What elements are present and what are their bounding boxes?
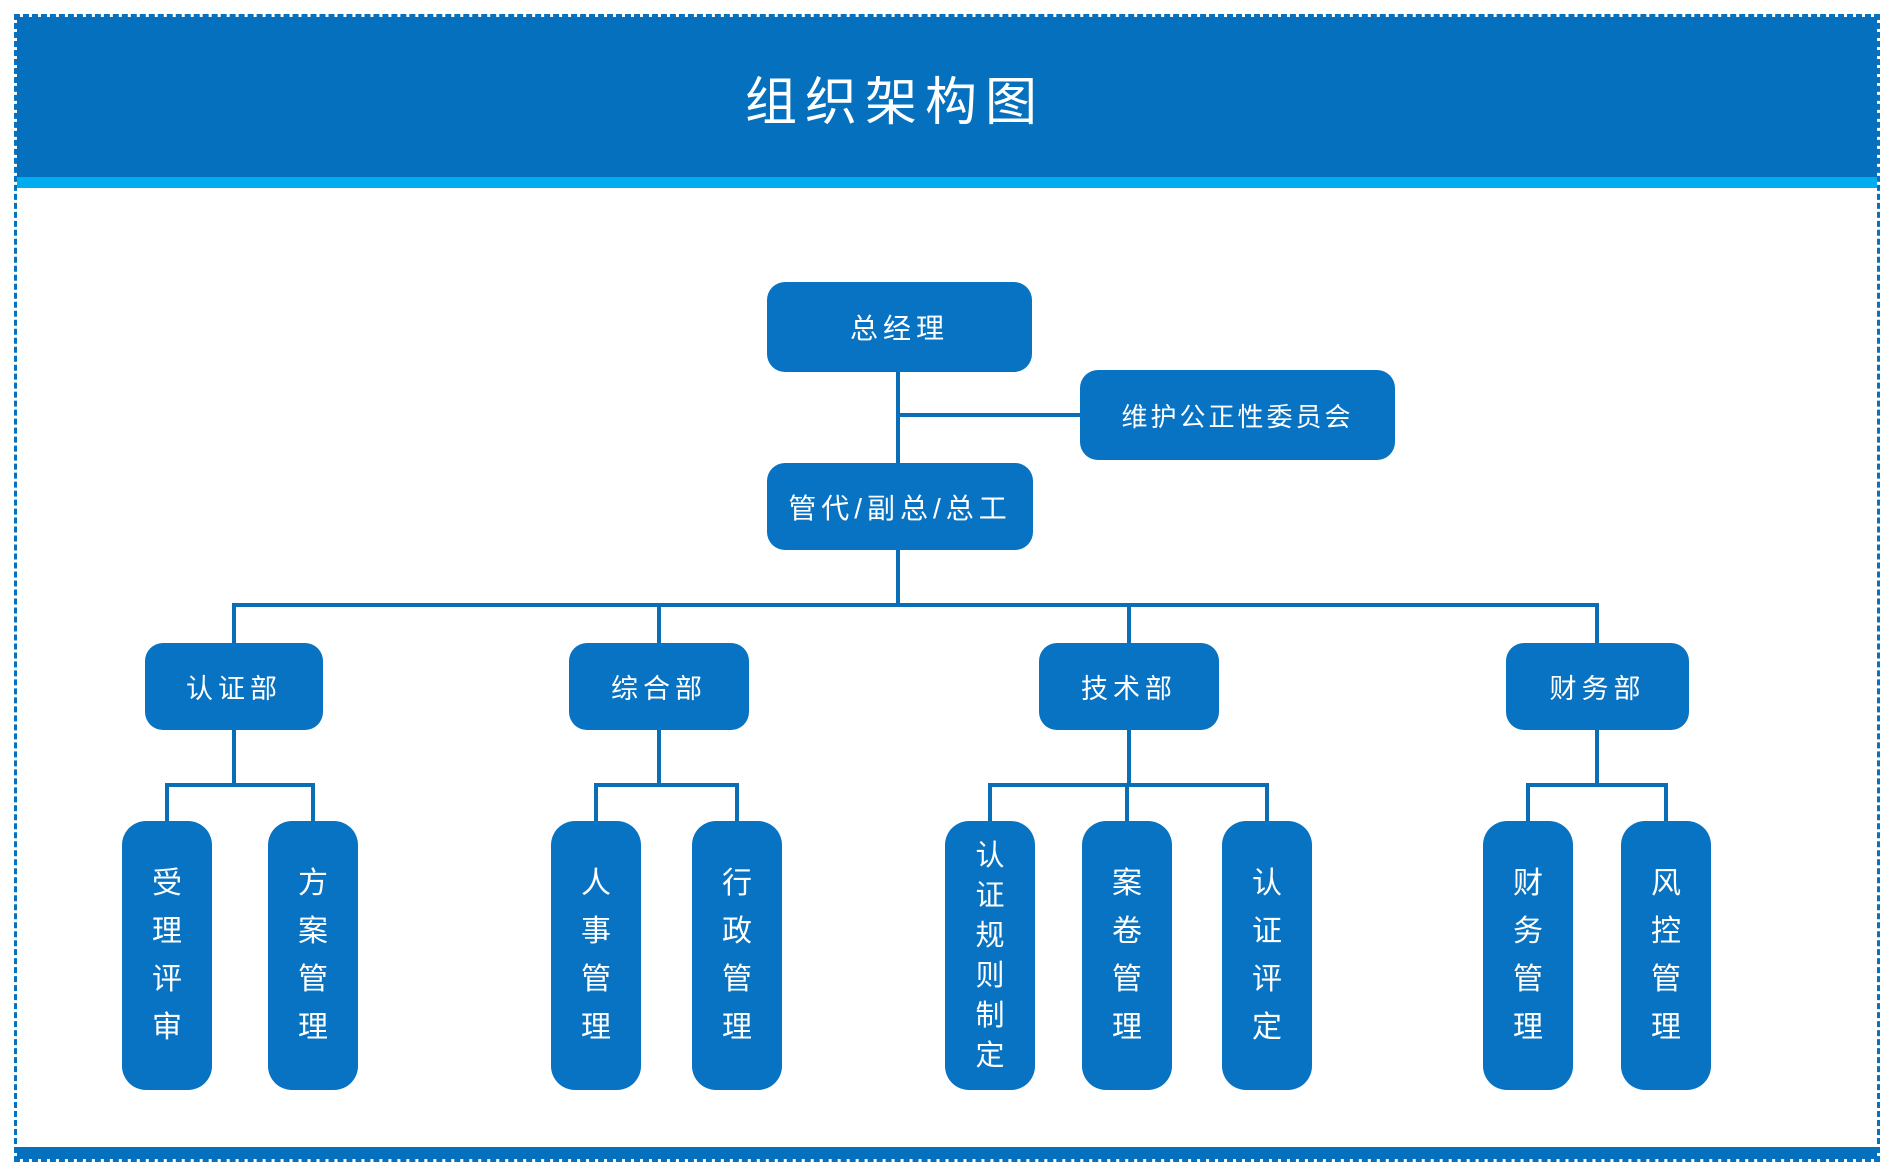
connector-technical-dept-down — [1127, 730, 1131, 785]
connector-stub — [1125, 785, 1129, 821]
connector-finance-dept-down — [1595, 730, 1599, 785]
connector-stub — [1664, 785, 1668, 821]
node-finance-dept[interactable]: 财务部 — [1506, 643, 1689, 730]
node-label: 维护公正性委员会 — [1121, 401, 1354, 432]
node-general-manager[interactable]: 总经理 — [767, 282, 1032, 372]
connector-drop-certification-dept — [232, 605, 236, 643]
node-label: 案卷管理 — [1112, 866, 1142, 1044]
node-technical-dept[interactable]: 技术部 — [1039, 643, 1219, 730]
node-label: 认证部 — [186, 674, 282, 704]
node-file-management[interactable]: 案卷管理 — [1082, 821, 1172, 1090]
node-label: 方案管理 — [298, 866, 328, 1044]
header-accent-stripe — [17, 177, 1877, 188]
connector-stub — [311, 785, 315, 821]
node-scheme-management[interactable]: 方案管理 — [268, 821, 358, 1090]
node-certification-rules[interactable]: 认证规则制定 — [945, 821, 1035, 1090]
node-acceptance-review[interactable]: 受理评审 — [122, 821, 212, 1090]
connector-drop-finance-dept — [1595, 605, 1599, 643]
node-certification-assessment[interactable]: 认证评定 — [1222, 821, 1312, 1090]
node-hr-management[interactable]: 人事管理 — [551, 821, 641, 1090]
node-admin-management[interactable]: 行政管理 — [692, 821, 782, 1090]
node-label: 认证评定 — [1252, 866, 1282, 1044]
connector-stub — [1265, 785, 1269, 821]
connector-stub — [988, 785, 992, 821]
connector-drop-general-dept — [657, 605, 661, 643]
connector-distribution-bar — [232, 603, 1599, 607]
node-label: 总经理 — [849, 313, 949, 344]
connector-bar-general — [594, 783, 739, 787]
node-label: 综合部 — [611, 674, 707, 704]
node-deputy-gm-chief-engineer[interactable]: 管代/副总/总工 — [767, 463, 1033, 550]
node-certification-dept[interactable]: 认证部 — [145, 643, 323, 730]
footer-bar — [17, 1147, 1877, 1159]
connector-root-to-deputy — [896, 372, 900, 463]
node-general-affairs-dept[interactable]: 综合部 — [569, 643, 749, 730]
node-label: 财务管理 — [1513, 866, 1543, 1044]
connector-drop-technical-dept — [1127, 605, 1131, 643]
page-title: 组织架构图 — [744, 73, 1045, 132]
connector-general-dept-down — [657, 730, 661, 785]
connector-bar-certification — [165, 783, 315, 787]
connector-bar-finance — [1526, 783, 1668, 787]
connector-certification-dept-down — [232, 730, 236, 785]
node-label: 认证规则制定 — [975, 839, 1005, 1072]
node-label: 受理评审 — [152, 866, 182, 1044]
node-label: 人事管理 — [581, 866, 611, 1044]
connector-stub — [165, 785, 169, 821]
node-label: 风控管理 — [1651, 866, 1681, 1044]
node-impartiality-committee[interactable]: 维护公正性委员会 — [1080, 370, 1395, 460]
node-label: 管代/副总/总工 — [788, 492, 1012, 524]
page-header: 组织架构图 — [17, 17, 1877, 177]
node-label: 财务部 — [1549, 674, 1646, 704]
connector-stub — [594, 785, 598, 821]
connector-stub — [735, 785, 739, 821]
node-risk-control-management[interactable]: 风控管理 — [1621, 821, 1711, 1090]
node-label: 行政管理 — [722, 866, 752, 1044]
connector-deputy-to-bar — [896, 550, 900, 605]
connector-stub — [1526, 785, 1530, 821]
connector-to-committee — [898, 413, 1080, 417]
node-label: 技术部 — [1081, 674, 1177, 704]
node-financial-management[interactable]: 财务管理 — [1483, 821, 1573, 1090]
